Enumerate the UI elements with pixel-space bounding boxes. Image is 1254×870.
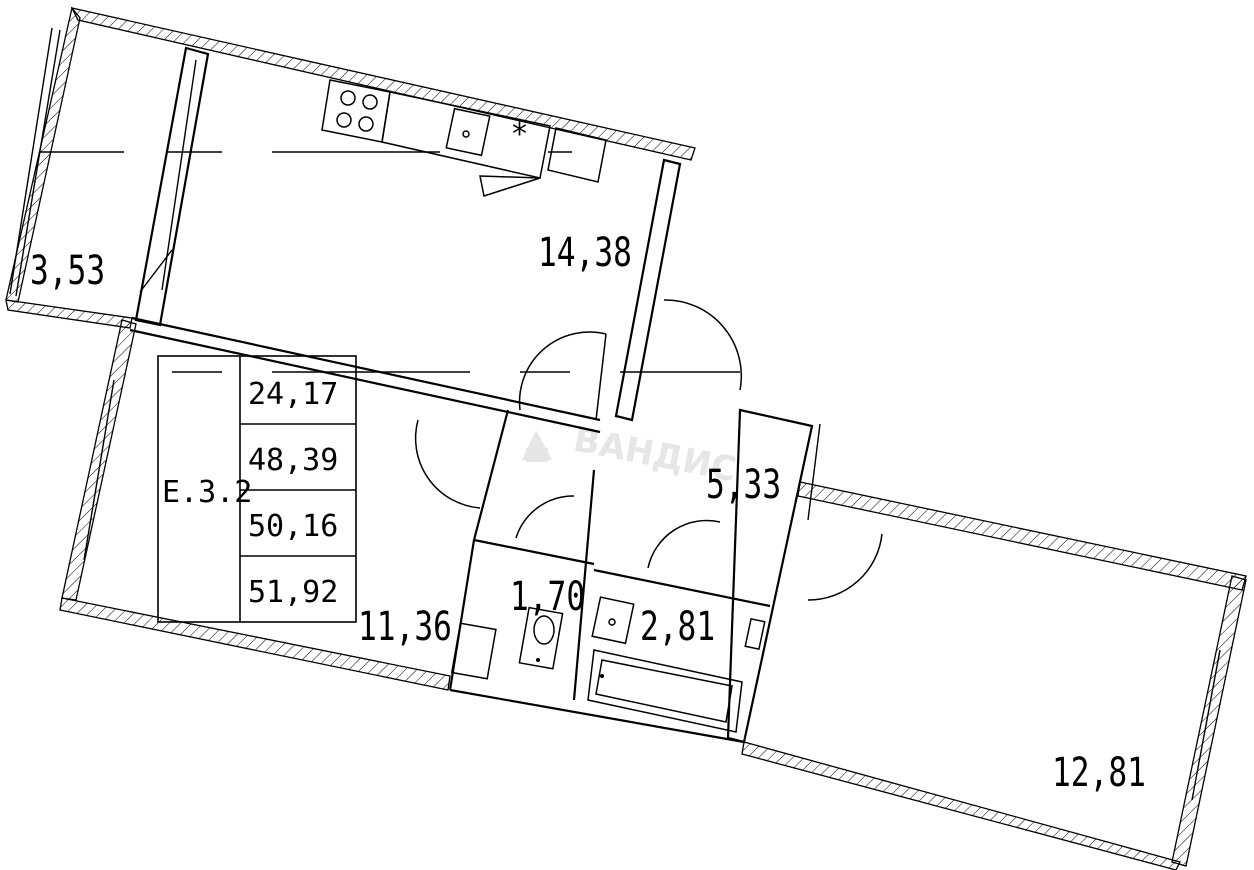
table-value: 24,17 <box>248 377 338 412</box>
area-label-bedroom: 12,81 <box>1052 750 1146 796</box>
section-lines <box>40 151 740 373</box>
fridge-icon: * <box>512 117 607 183</box>
area-label-toilet: 1,70 <box>510 574 585 620</box>
area-label-kitchen: 14,38 <box>538 230 632 276</box>
balcony <box>5 6 696 329</box>
bath-fixtures <box>450 596 766 733</box>
stove-icon <box>321 79 391 143</box>
sink-icon <box>591 596 635 645</box>
area-label-balcony: 3,53 <box>30 248 105 294</box>
bedroom-walls <box>741 481 1247 870</box>
toilet-icon <box>518 606 564 670</box>
table-value: 51,92 <box>248 575 338 610</box>
info-table: Е.3.2 24,17 48,39 50,16 51,92 <box>157 355 357 623</box>
area-label-bathroom: 2,81 <box>640 604 715 650</box>
kitchen-walls <box>129 46 682 434</box>
area-label-hallway: 5,33 <box>706 462 781 508</box>
bathtub-icon <box>587 649 743 733</box>
area-label-living-room: 11,36 <box>358 604 452 650</box>
kitchen-fixtures: * <box>321 79 607 197</box>
table-value: 48,39 <box>248 443 338 478</box>
sink-icon <box>445 107 491 157</box>
door-swings <box>414 299 883 601</box>
apartment-code: Е.3.2 <box>162 475 252 510</box>
table-value: 50,16 <box>248 509 338 544</box>
room-labels: 3,53 14,38 11,36 5,33 1,70 2,81 12,81 <box>30 230 1146 796</box>
core-walls <box>448 408 821 744</box>
svg-text:*: * <box>512 117 527 152</box>
house-logo-icon <box>522 430 552 462</box>
